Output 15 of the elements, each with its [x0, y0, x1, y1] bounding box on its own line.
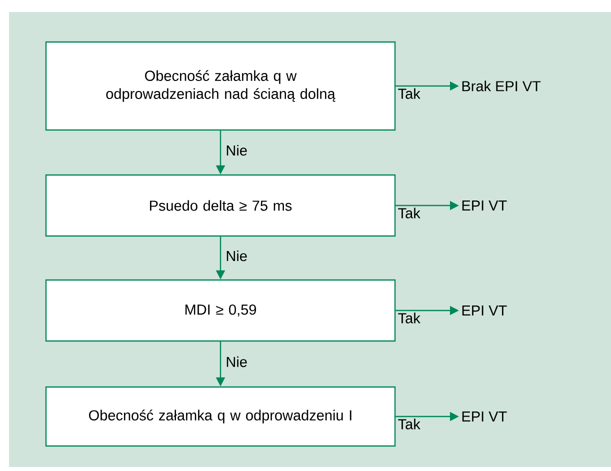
edge-label: Tak: [398, 88, 420, 99]
outcome-text: EPI VT: [462, 412, 507, 422]
outcome-text: Brak EPI VT: [462, 80, 541, 92]
process-box: MDI ≥ 0,59: [45, 279, 396, 342]
edge-label: Tak: [398, 208, 420, 218]
edge-label: Nie: [226, 250, 247, 262]
edge-label: Tak: [398, 418, 420, 430]
process-box: Obecność załamka q w odprowadzeniach nad ścianą dolną: [45, 41, 396, 131]
process-box: Obecność załamka q w odprowadzeniu I: [45, 386, 396, 447]
edge-label: Nie: [226, 356, 247, 368]
process-box: Psuedo delta ≥ 75 ms: [45, 174, 396, 237]
outcome-text: EPI VT: [462, 306, 507, 316]
edge-label: Nie: [226, 144, 247, 156]
outcome-text: EPI VT: [462, 200, 507, 210]
edge-label: Tak: [398, 312, 420, 324]
